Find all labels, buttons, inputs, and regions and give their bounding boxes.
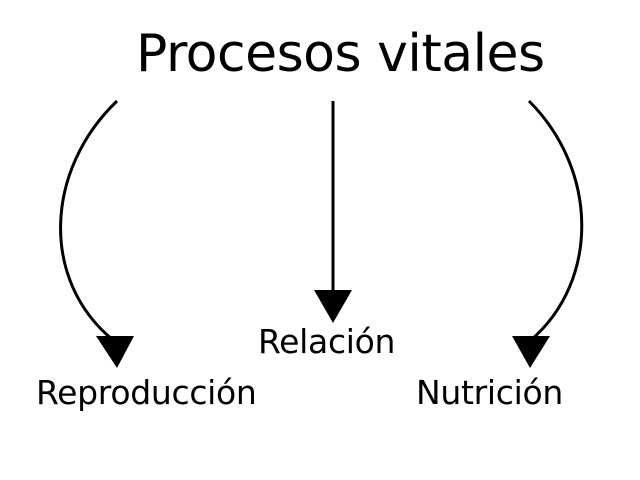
node-relacion: Relación xyxy=(258,322,396,361)
node-nutricion: Nutrición xyxy=(416,373,563,412)
arrow-to-nutricion xyxy=(527,99,584,342)
arrow-to-reproduccion xyxy=(59,99,119,342)
node-reproduccion: Reproducción xyxy=(36,373,257,412)
arrow-head-relacion xyxy=(314,290,352,323)
arrow-head-nutricion xyxy=(512,336,550,368)
diagram-title: Procesos vitales xyxy=(136,24,545,84)
arrow-head-reproduccion xyxy=(96,336,134,368)
